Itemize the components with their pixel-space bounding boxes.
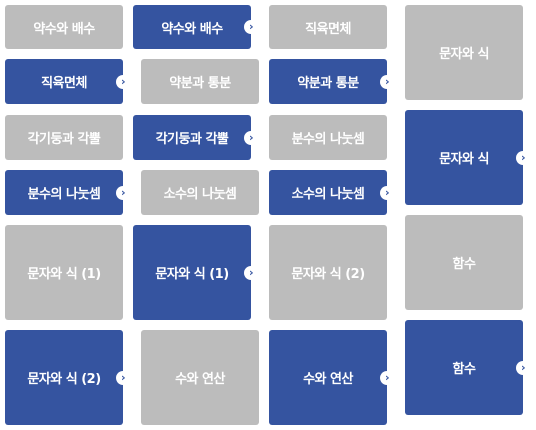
tile-letters-expressions-active[interactable]: 문자와 식 › <box>405 110 530 205</box>
tile-label: 각기둥과 각뿔 <box>27 132 101 147</box>
tile-decimal-division-active[interactable]: 소수의 나눗셈 › <box>269 170 394 215</box>
tile-label: 수와 연산 <box>175 372 225 387</box>
chevron-right-icon: › <box>380 185 394 200</box>
chevron-right-icon: › <box>380 370 394 385</box>
chevron-right-icon: › <box>380 74 394 89</box>
tile-letters-expressions-2-active[interactable]: 문자와 식 (2) › <box>5 330 130 425</box>
chevron-right-icon: › <box>244 20 258 34</box>
tile-label: 문자와 식 (2) <box>27 372 101 387</box>
chevron-right-icon: › <box>116 74 130 89</box>
chevron-right-icon: › <box>516 360 530 375</box>
tile-numbers-operations-active[interactable]: 수와 연산 › <box>269 330 394 425</box>
tile-letters-expressions-1-active[interactable]: 문자와 식 (1) › <box>133 225 258 320</box>
tile-functions-active[interactable]: 함수 › <box>405 320 530 415</box>
tile-reduction-common-denominator-active[interactable]: 약분과 통분 › <box>269 59 394 104</box>
tile-prisms-pyramids-active[interactable]: 각기둥과 각뿔 › <box>133 115 258 160</box>
chevron-right-icon: › <box>116 185 130 200</box>
tile-letters-expressions-2[interactable]: 문자와 식 (2) <box>269 225 387 320</box>
tile-reduction-common-denominator[interactable]: 약분과 통분 <box>141 59 259 104</box>
tile-label: 문자와 식 (1) <box>27 267 101 282</box>
tile-letters-expressions-1[interactable]: 문자와 식 (1) <box>5 225 123 320</box>
tile-label: 소수의 나눗셈 <box>163 187 237 202</box>
tile-fraction-division-active[interactable]: 분수의 나눗셈 › <box>5 170 130 215</box>
tile-label: 분수의 나눗셈 <box>27 187 101 202</box>
tile-label: 소수의 나눗셈 <box>291 187 365 202</box>
tile-cuboid-active[interactable]: 직육면체 › <box>5 59 130 104</box>
chevron-right-icon: › <box>244 265 258 280</box>
chevron-right-icon: › <box>516 150 530 165</box>
tile-label: 문자와 식 (1) <box>155 267 229 282</box>
tile-divisors-multiples[interactable]: 약수와 배수 <box>5 5 123 49</box>
tile-label: 약수와 배수 <box>33 21 95 37</box>
tile-functions[interactable]: 함수 <box>405 215 523 310</box>
tile-cuboid[interactable]: 직육면체 <box>269 5 387 49</box>
chevron-right-icon: › <box>116 370 130 385</box>
tile-label: 약분과 통분 <box>169 76 231 91</box>
tile-divisors-multiples-active[interactable]: 약수와 배수 › <box>133 5 258 49</box>
tile-label: 약수와 배수 <box>161 21 223 37</box>
tile-fraction-division[interactable]: 분수의 나눗셈 <box>269 115 387 160</box>
tile-label: 직육면체 <box>305 21 351 37</box>
tile-label: 문자와 식 (2) <box>291 267 365 282</box>
tile-prisms-pyramids[interactable]: 각기둥과 각뿔 <box>5 115 123 160</box>
tile-label: 문자와 식 <box>439 47 489 62</box>
tile-label: 직육면체 <box>41 76 87 91</box>
tile-label: 함수 <box>452 362 476 377</box>
tile-decimal-division[interactable]: 소수의 나눗셈 <box>141 170 259 215</box>
tile-letters-expressions[interactable]: 문자와 식 <box>405 5 523 100</box>
tile-label: 문자와 식 <box>439 152 489 167</box>
tile-label: 함수 <box>452 257 476 272</box>
chevron-right-icon: › <box>244 130 258 145</box>
tile-label: 분수의 나눗셈 <box>291 132 365 147</box>
tile-label: 수와 연산 <box>303 372 353 387</box>
tile-label: 약분과 통분 <box>297 76 359 91</box>
tile-numbers-operations[interactable]: 수와 연산 <box>141 330 259 425</box>
tile-label: 각기둥과 각뿔 <box>155 132 229 147</box>
